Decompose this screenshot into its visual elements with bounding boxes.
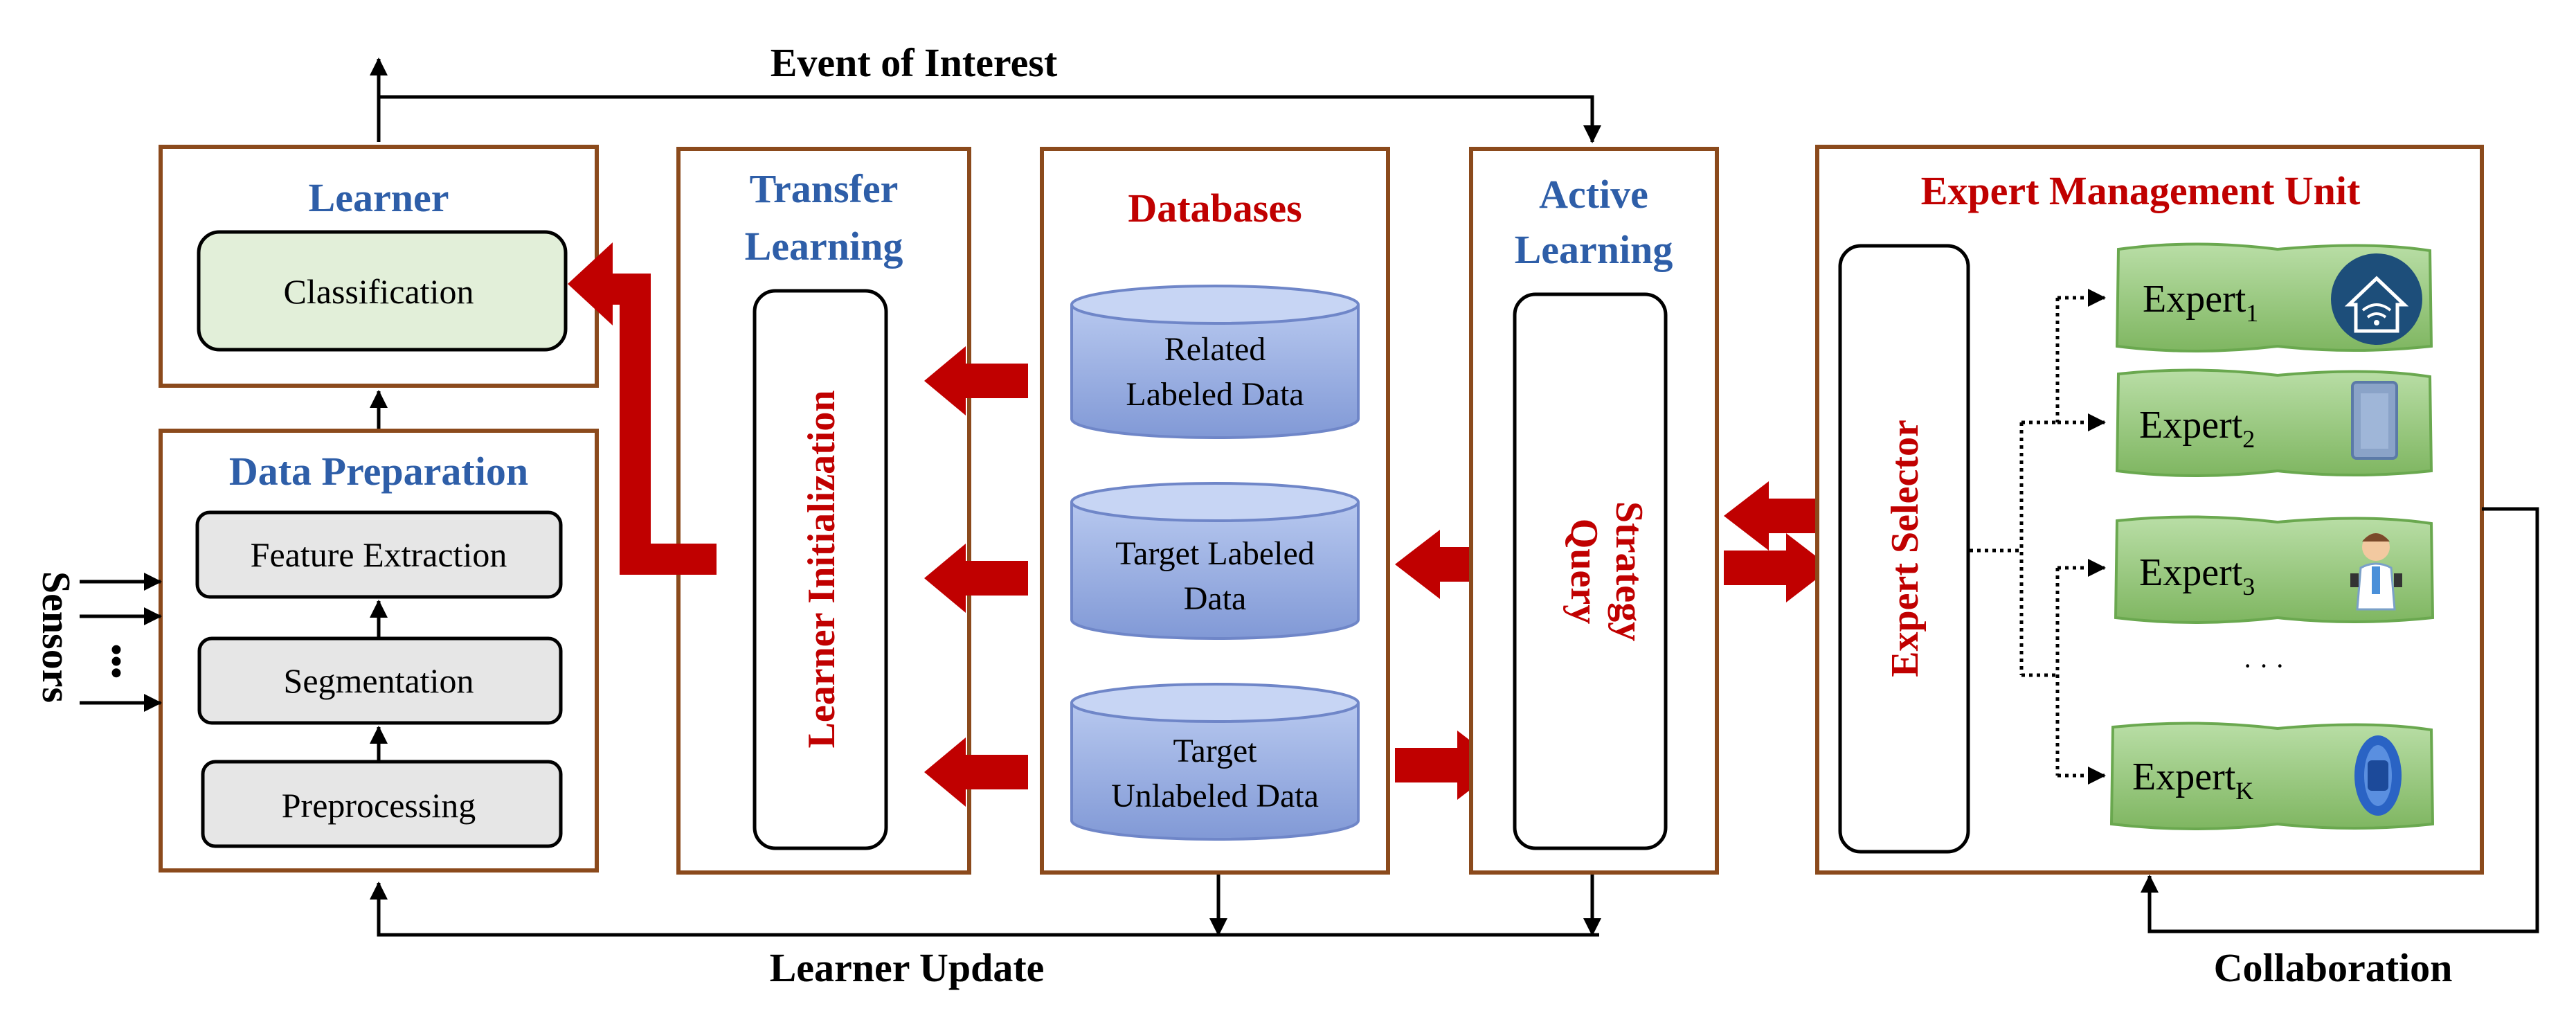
learner-title: Learner — [309, 175, 449, 220]
active-learning-title-line2: Learning — [1515, 227, 1673, 272]
expert-k-card: ExpertK — [2109, 722, 2435, 830]
query-strategy-line1: Query — [1562, 519, 1605, 624]
learner-initialization-label: Learner Initialization — [800, 391, 843, 749]
feature-extraction-label: Feature Extraction — [251, 535, 507, 574]
expert-selector-label: Expert Selector — [1884, 420, 1927, 677]
databases-title: Databases — [1128, 186, 1301, 231]
target-unlabeled-data-line1: Target — [1173, 733, 1257, 769]
target-labeled-data-db: Target Labeled Data — [1070, 482, 1360, 640]
learner-update-connector — [370, 873, 1601, 937]
expert-2-card: Expert2 — [2115, 368, 2433, 477]
event-of-interest-connector — [370, 57, 1601, 143]
doctor-icon — [2350, 533, 2402, 611]
query-to-expert-arrow — [1724, 533, 1831, 602]
expert-1-label: Expert1 — [2143, 278, 2258, 327]
classification-block — [197, 230, 568, 352]
related-labeled-data-line2: Labeled Data — [1126, 376, 1304, 413]
target-labeled-data-line2: Data — [1184, 580, 1247, 617]
active-learning-title-line1: Active — [1539, 172, 1648, 217]
classification-label: Classification — [284, 272, 474, 311]
related-labeled-data-db: Related Labeled Data — [1070, 285, 1360, 439]
data-preparation-box: Data Preparation Feature Extraction Segm… — [159, 429, 599, 873]
sensors-input: Sensors ••• — [34, 571, 162, 712]
transfer-learning-box: Transfer Learning Learner Initialization — [676, 147, 971, 875]
feature-extraction-block — [195, 510, 563, 599]
transfer-learning-title-line2: Learning — [745, 224, 903, 269]
data-preparation-title: Data Preparation — [229, 449, 528, 494]
learner-initialization-block — [753, 289, 888, 850]
target-labeled-data-line1: Target Labeled — [1115, 535, 1315, 572]
transfer-to-classification-arrow — [568, 242, 717, 575]
preprocessing-block — [201, 760, 563, 848]
query-strategy-line2: Strategy — [1607, 501, 1650, 641]
expert-1-card: Expert1 — [2115, 242, 2433, 352]
target-labeled-to-transfer-arrow — [924, 544, 1028, 613]
transfer-learning-title-line1: Transfer — [750, 166, 899, 211]
expert-2-label: Expert2 — [2139, 404, 2255, 453]
smart-home-icon — [2331, 253, 2422, 345]
expert-3-label: Expert3 — [2139, 551, 2255, 600]
query-strategy-block — [1513, 292, 1668, 850]
expert-3-card: Expert3 — [2114, 515, 2435, 624]
active-learning-box: Active Learning Query Strategy — [1469, 147, 1719, 875]
tablet-icon — [2351, 381, 2398, 460]
expert-selector-block — [1838, 244, 1970, 854]
related-to-transfer-arrow — [924, 346, 1028, 415]
fitness-band-icon — [2354, 735, 2402, 816]
learner-box: Learner Classification — [159, 145, 599, 388]
target-unlabeled-data-db: Target Unlabeled Data — [1070, 683, 1360, 841]
target-unlabeled-data-line2: Unlabeled Data — [1111, 778, 1319, 814]
collaboration-connector — [2141, 507, 2539, 933]
expert-routing-lines — [1970, 289, 2106, 785]
segmentation-label: Segmentation — [284, 661, 474, 700]
expert-to-query-arrow — [1724, 481, 1831, 551]
collaboration-label: Collaboration — [2214, 945, 2453, 990]
event-of-interest-label: Event of Interest — [771, 40, 1058, 85]
sensors-label: Sensors — [34, 571, 79, 703]
related-labeled-data-line1: Related — [1164, 331, 1266, 368]
expert-k-label: ExpertK — [2132, 755, 2253, 805]
expert-management-title: Expert Management Unit — [1921, 168, 2361, 213]
experts-ellipsis: · · · — [2243, 650, 2285, 681]
preprocessing-label: Preprocessing — [282, 786, 476, 825]
learner-update-label: Learner Update — [770, 945, 1045, 990]
databases-box: Databases Related Labeled Data Target La… — [1040, 147, 1390, 875]
expert-management-unit-box: Expert Management Unit Expert Selector E… — [1815, 145, 2484, 875]
unlabeled-to-transfer-arrow — [924, 737, 1028, 807]
sensor-dots: ••• — [98, 644, 134, 679]
